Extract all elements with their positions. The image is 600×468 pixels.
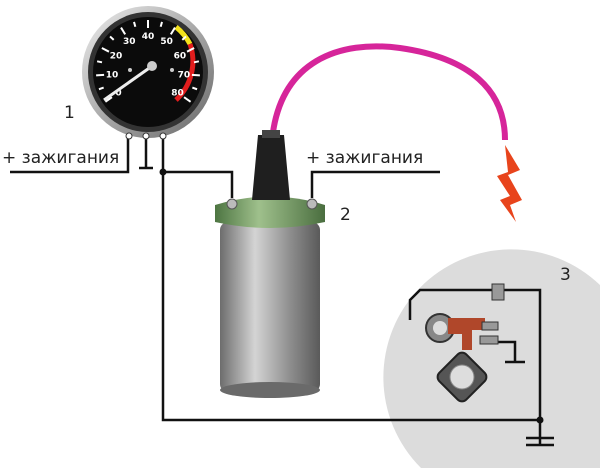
high-voltage-wire <box>269 43 508 141</box>
ignition-coil <box>215 130 325 398</box>
junction-dot <box>536 416 544 424</box>
dial-tick <box>101 47 110 53</box>
dial-tick <box>104 96 113 103</box>
tachometer-needle <box>103 62 156 102</box>
coil-terminal <box>226 198 238 210</box>
coil-number-label: 2 <box>340 205 351 225</box>
dial-scale-label: 50 <box>160 37 173 47</box>
dial-tick <box>120 27 127 35</box>
breaker-background <box>383 249 600 468</box>
coil-terminal <box>306 198 318 210</box>
ignition-label-left: + зажигания <box>2 148 119 168</box>
dial-scale-label: 30 <box>123 37 136 47</box>
dial-tick <box>181 35 187 41</box>
dial-scale-label: 10 <box>106 70 119 80</box>
dial-tick <box>159 21 163 28</box>
tachometer-terminal <box>142 132 150 140</box>
breaker-mechanism <box>425 283 505 403</box>
dial-scale-label: 20 <box>110 51 123 61</box>
dial-tick <box>96 60 103 64</box>
tachometer-terminal <box>159 132 167 140</box>
dial-scale-label: 60 <box>174 51 187 61</box>
tachometer-number-label: 1 <box>64 103 75 123</box>
dial-yellow-zone <box>174 25 193 46</box>
dial-scale-label: 70 <box>178 70 191 80</box>
dial-scale-label: 80 <box>171 89 184 99</box>
low-voltage-wires <box>10 137 554 447</box>
dial-tick <box>183 96 192 103</box>
dial-tick <box>186 47 195 53</box>
dial-tick <box>192 86 198 91</box>
spark-icon <box>497 145 522 222</box>
ignition-label-right: + зажигания <box>306 148 423 168</box>
dial-tick <box>169 27 176 35</box>
dial-tick <box>98 86 104 91</box>
dial-scale-label: 0 <box>115 89 121 99</box>
tachometer-terminal <box>125 132 133 140</box>
junction-dot <box>159 168 167 176</box>
dial-tick <box>96 73 105 77</box>
dial-tick <box>109 35 115 41</box>
dial-tick <box>193 60 200 64</box>
dial-tick <box>133 21 137 28</box>
dial-tick <box>191 73 200 77</box>
dial-scale-label: 40 <box>142 32 155 42</box>
breaker-number-label: 3 <box>560 265 571 285</box>
